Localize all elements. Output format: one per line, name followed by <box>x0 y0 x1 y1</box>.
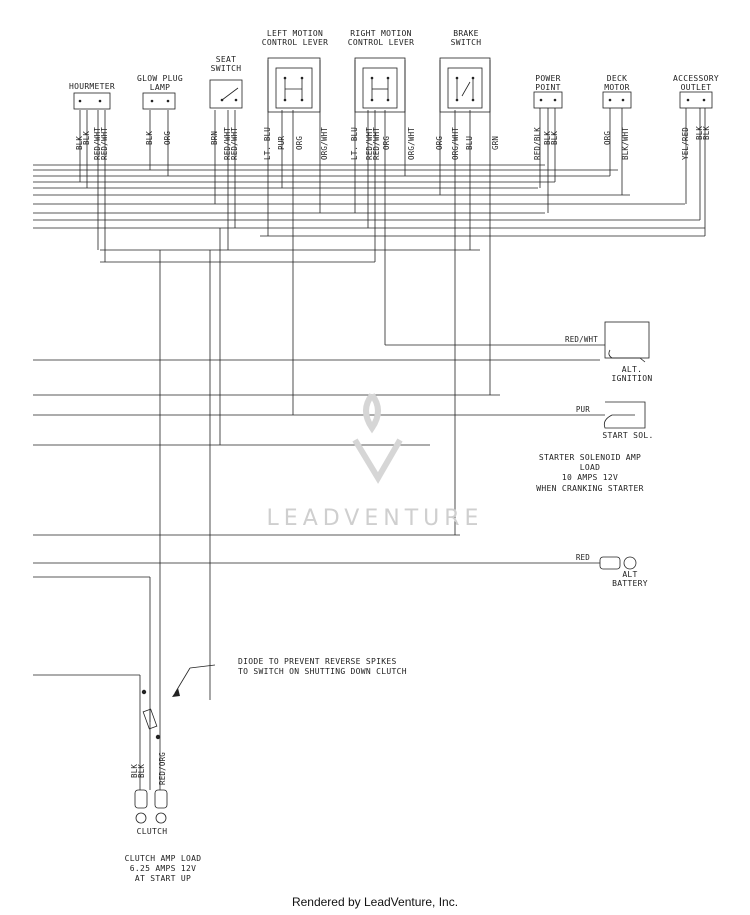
wire-label-start-sol: PUR <box>576 405 590 414</box>
clutch-label: CLUTCH <box>137 827 168 836</box>
wire-label-right-5: ORG/WHT <box>407 127 416 160</box>
wire-label-acc-3: BLK <box>702 126 711 140</box>
power-point-label-1: POWER <box>535 74 561 83</box>
clutch-note-2: 6.25 AMPS 12V <box>130 864 197 873</box>
wire-label-power-2: BLK <box>543 131 552 145</box>
wire-label-glow-1: BLK <box>145 131 154 145</box>
wire-label-power-3: BLK <box>550 131 559 145</box>
wire-label-clutch-3: RED/ORG <box>158 752 167 785</box>
alt-ignition-label-2: IGNITION <box>612 374 653 383</box>
seat-switch-label-2: SWITCH <box>211 64 242 73</box>
power-point-label-2: POINT <box>535 83 561 92</box>
deck-motor-label-2: MOTOR <box>604 83 630 92</box>
glow-plug-label-1: GLOW PLUG <box>137 74 183 83</box>
wire-label-brake-4: GRN <box>491 136 500 150</box>
wire-label-deck-1: ORG <box>603 131 612 145</box>
wire-label-left-2: PUR <box>277 136 286 150</box>
wire-label-right-1: LT. BLU <box>350 127 359 160</box>
watermark-logo-icon <box>352 393 403 484</box>
wire-label-left-1: LT. BLU <box>263 127 272 160</box>
wire-label-hourmeter-2: BLK <box>82 131 91 145</box>
wire-label-acc-2: BLK <box>695 126 704 140</box>
diode-note-2: TO SWITCH ON SHUTTING DOWN CLUTCH <box>238 667 407 676</box>
start-sol-label: START SOL. <box>602 431 653 440</box>
hourmeter-label: HOURMETER <box>69 82 115 91</box>
wire-label-seat-1: BRN <box>210 131 219 145</box>
accessory-outlet-label-2: OUTLET <box>681 83 712 92</box>
wire-label-deck-2: BLK/WHT <box>621 127 630 160</box>
wire-label-right-2: RED/WHT <box>365 127 374 160</box>
alt-battery-label-1: ALT <box>622 570 637 579</box>
seat-switch-label-1: SEAT <box>216 55 236 64</box>
watermark-text: LEADVENTURE <box>267 506 484 531</box>
wire-label-left-3: ORG <box>295 136 304 150</box>
right-motion-label-1: RIGHT MOTION <box>350 29 411 38</box>
left-motion-label-1: LEFT MOTION <box>267 29 323 38</box>
brake-switch-label-2: SWITCH <box>451 38 482 47</box>
clutch-note-3: AT START UP <box>135 874 191 883</box>
starter-note-4: WHEN CRANKING STARTER <box>536 484 643 493</box>
wire-label-right-3: RED/WHT <box>372 127 381 160</box>
wire-label-clutch-1: BLK <box>130 764 139 778</box>
deck-motor-label-1: DECK <box>607 74 627 83</box>
accessory-outlet-label-1: ACCESSORY <box>673 74 719 83</box>
brake-switch-label-1: BRAKE <box>453 29 479 38</box>
glow-plug-label-2: LAMP <box>150 83 170 92</box>
wire-label-brake-3: BLU <box>465 136 474 150</box>
wire-label-alt-ignition: RED/WHT <box>565 335 598 344</box>
wire-label-glow-2: ORG <box>163 131 172 145</box>
wire-label-alt-battery: RED <box>576 553 590 562</box>
footer-credit: Rendered by LeadVenture, Inc. <box>291 895 459 909</box>
wire-label-hourmeter-3: RED/WHT <box>93 127 102 160</box>
starter-note-3: 10 AMPS 12V <box>562 473 618 482</box>
left-motion-label-2: CONTROL LEVER <box>262 38 329 47</box>
wire-label-seat-2: RED/WHT <box>223 127 232 160</box>
wire-label-power-1: RED/BLK <box>533 127 542 160</box>
diode-note-1: DIODE TO PREVENT REVERSE SPIKES <box>238 657 397 666</box>
wire-label-clutch-2: BLK <box>137 764 146 778</box>
wire-label-hourmeter-1: BLK <box>75 136 84 150</box>
wire-label-hourmeter-4: RED/WHT <box>100 127 109 160</box>
wire-label-left-4: ORG/WHT <box>320 127 329 160</box>
right-motion-label-2: CONTROL LEVER <box>348 38 415 47</box>
alt-ignition-label-1: ALT. <box>622 365 642 374</box>
starter-note-1: STARTER SOLENOID AMP <box>539 453 641 462</box>
starter-note-2: LOAD <box>580 463 600 472</box>
wire-label-right-4: ORG <box>382 136 391 150</box>
wire-label-acc-1: YEL/RED <box>681 127 690 160</box>
alt-battery-label-2: BATTERY <box>612 579 648 588</box>
clutch-note-1: CLUTCH AMP LOAD <box>125 854 202 863</box>
wire-label-brake-2: ORG/WHT <box>451 127 460 160</box>
wire-label-seat-3: RED/WHT <box>230 127 239 160</box>
wire-label-brake-1: ORG <box>435 136 444 150</box>
